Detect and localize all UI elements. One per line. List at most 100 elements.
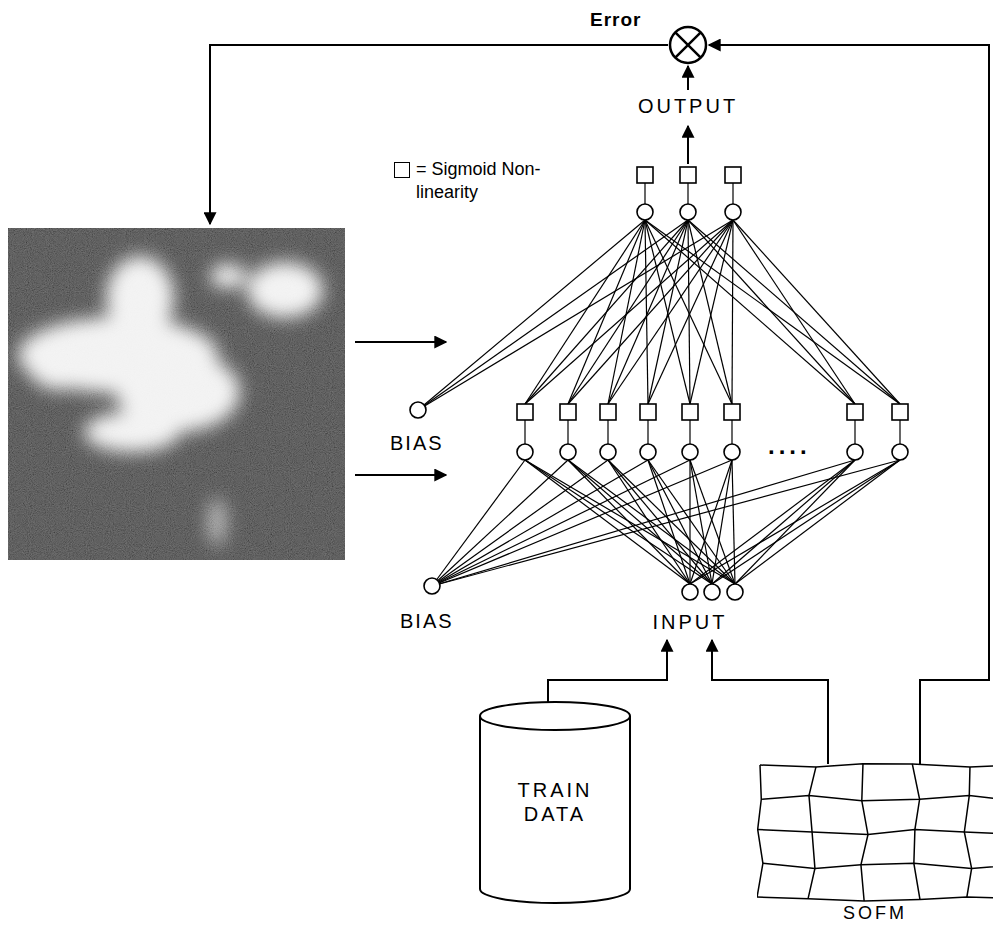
signal-connector [548, 640, 667, 704]
sigmoid-square [847, 404, 863, 420]
weight-line [735, 460, 900, 584]
weight-line [648, 220, 733, 404]
weight-line [644, 183, 645, 204]
cylinder-body [480, 716, 630, 903]
bias-label: BIAS [400, 610, 454, 633]
grid-line [761, 796, 993, 801]
sofm-grid [757, 762, 993, 902]
signal-connector [687, 66, 689, 90]
weight-line [687, 183, 688, 204]
multiplier-cross [675, 32, 700, 57]
image-to-net-arrow [355, 341, 446, 343]
weight-line [690, 460, 900, 584]
weight-line [732, 220, 733, 404]
output-arrow [687, 126, 689, 164]
weight-line [690, 460, 735, 584]
weight-line [525, 460, 712, 584]
error-label: Error [590, 9, 641, 32]
label-holder: BIAS [390, 432, 444, 455]
weight-line [733, 220, 855, 404]
weight-line [525, 220, 733, 404]
neuron-node [600, 444, 616, 460]
grid-line [861, 764, 868, 901]
feedback-line [210, 45, 668, 224]
node-label: OUTPUT [638, 94, 738, 118]
weight-line [689, 460, 690, 584]
multiplier-circle [670, 27, 706, 63]
weight-line [733, 220, 900, 404]
sigmoid-square [600, 404, 616, 420]
weight-line [690, 460, 732, 584]
multiplier-symbol [668, 25, 708, 65]
weight-line [567, 420, 568, 444]
train-data-store: TRAIN DATA [478, 700, 632, 905]
weight-line [525, 220, 688, 404]
ellipsis-dots: .... [768, 432, 811, 460]
error-junction: Error [668, 25, 708, 65]
sigmoid-square [680, 167, 696, 183]
neuron-node [682, 444, 698, 460]
weight-line [432, 460, 732, 586]
weight-line [568, 460, 712, 584]
image-noise [8, 228, 345, 560]
legend-text: = Sigmoid Non-linearity [416, 158, 544, 205]
sigmoid-square [725, 167, 741, 183]
label-holder: BIAS [400, 610, 454, 633]
neuron-node [517, 444, 533, 460]
signal-connector [712, 640, 828, 764]
weight-line [690, 220, 733, 404]
sigmoid-square [560, 404, 576, 420]
sigmoid-square [682, 404, 698, 420]
cylinder-top [480, 702, 630, 730]
weight-line [568, 220, 733, 404]
network-drawing [410, 167, 908, 600]
grid-line [760, 764, 993, 767]
image-to-net-arrow [355, 474, 446, 476]
weight-line [607, 420, 608, 444]
neuron-node [637, 204, 653, 220]
weight-line [524, 420, 525, 444]
neuron-node [704, 584, 720, 600]
neuron-node [560, 444, 576, 460]
weight-line [432, 460, 648, 586]
node-label: INPUT [653, 610, 728, 634]
weight-line [648, 460, 712, 584]
grid-line [808, 767, 816, 899]
neuron-node [724, 444, 740, 460]
neuron-node [725, 204, 741, 220]
weight-line [712, 460, 900, 584]
node-label: SOFM [757, 903, 993, 925]
weight-line [432, 460, 690, 586]
weight-line [647, 420, 648, 444]
label-holder: .... [768, 432, 811, 460]
weight-line [608, 460, 690, 584]
grid-line [757, 765, 763, 897]
sigmoid-square [517, 404, 533, 420]
input-layer: INPUT [649, 608, 732, 636]
sample-image [8, 228, 345, 560]
grid-line [763, 863, 993, 868]
weight-line [690, 460, 712, 584]
sigmoid-square [637, 167, 653, 183]
weight-line [688, 220, 855, 404]
weight-line [689, 420, 690, 444]
legend-swatch [394, 162, 410, 178]
weight-line [712, 460, 855, 584]
weight-line [525, 460, 690, 584]
neuron-node [682, 584, 698, 600]
neuron-node [640, 444, 656, 460]
cylinder-outline [478, 700, 632, 905]
weight-line [418, 220, 733, 410]
neuron-node [680, 204, 696, 220]
weight-line [688, 220, 732, 404]
neuron-node [892, 444, 908, 460]
weight-line [854, 420, 855, 444]
weight-line [525, 460, 735, 584]
grid-line [757, 897, 993, 901]
weight-line [731, 420, 732, 444]
sigmoid-square [724, 404, 740, 420]
legend-entry: = Sigmoid Non-linearity [394, 158, 544, 205]
image-ground [8, 228, 345, 560]
weight-line [432, 460, 900, 586]
